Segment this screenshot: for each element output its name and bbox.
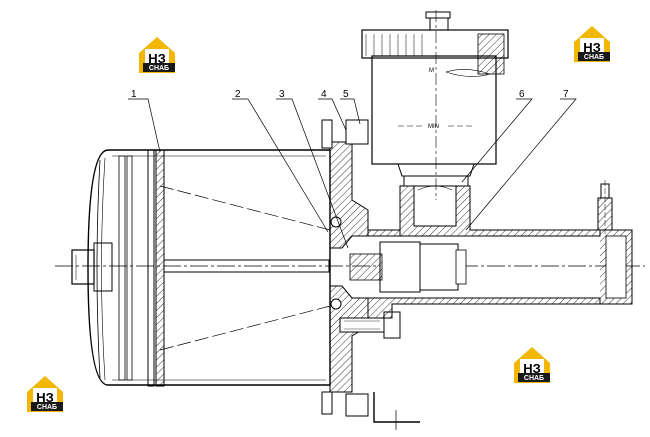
- logo-sub-text: СНАБ: [524, 375, 544, 382]
- watermark-logo-top-left: НЗ СНАБ: [139, 37, 175, 73]
- logo-main-text: НЗ: [148, 51, 166, 66]
- watermark-logo-bottom-right: НЗ СНАБ: [514, 347, 550, 383]
- callout-7: 7: [563, 89, 569, 100]
- logo-main-text: НЗ: [523, 361, 541, 376]
- callout-3: 3: [279, 89, 285, 100]
- callout-5: 5: [343, 89, 349, 100]
- master-cylinder-body: [349, 180, 633, 319]
- logo-sub-text: СНАБ: [584, 54, 604, 61]
- reservoir-min-mark: MIN: [428, 124, 439, 130]
- callout-4: 4: [321, 89, 327, 100]
- logo-main-text: НЗ: [36, 390, 54, 405]
- watermark-logo-bottom-left: НЗ СНАБ: [27, 376, 63, 412]
- logo-sub-text: СНАБ: [37, 404, 57, 411]
- callout-6: 6: [519, 89, 525, 100]
- callout-1: 1: [131, 89, 137, 100]
- callout-labels: 1 2 3 4 5 6 7: [131, 89, 569, 100]
- logo-sub-text: СНАБ: [149, 65, 169, 72]
- watermark-logo-top-right: НЗ СНАБ: [574, 26, 610, 62]
- booster-housing: [71, 149, 331, 387]
- reservoir-max-mark: M: [429, 68, 434, 74]
- front-cover-flange: [321, 119, 420, 430]
- fluid-reservoir: [361, 10, 509, 200]
- logo-main-text: НЗ: [583, 40, 601, 55]
- callout-leaders: [128, 98, 577, 249]
- callout-2: 2: [235, 89, 241, 100]
